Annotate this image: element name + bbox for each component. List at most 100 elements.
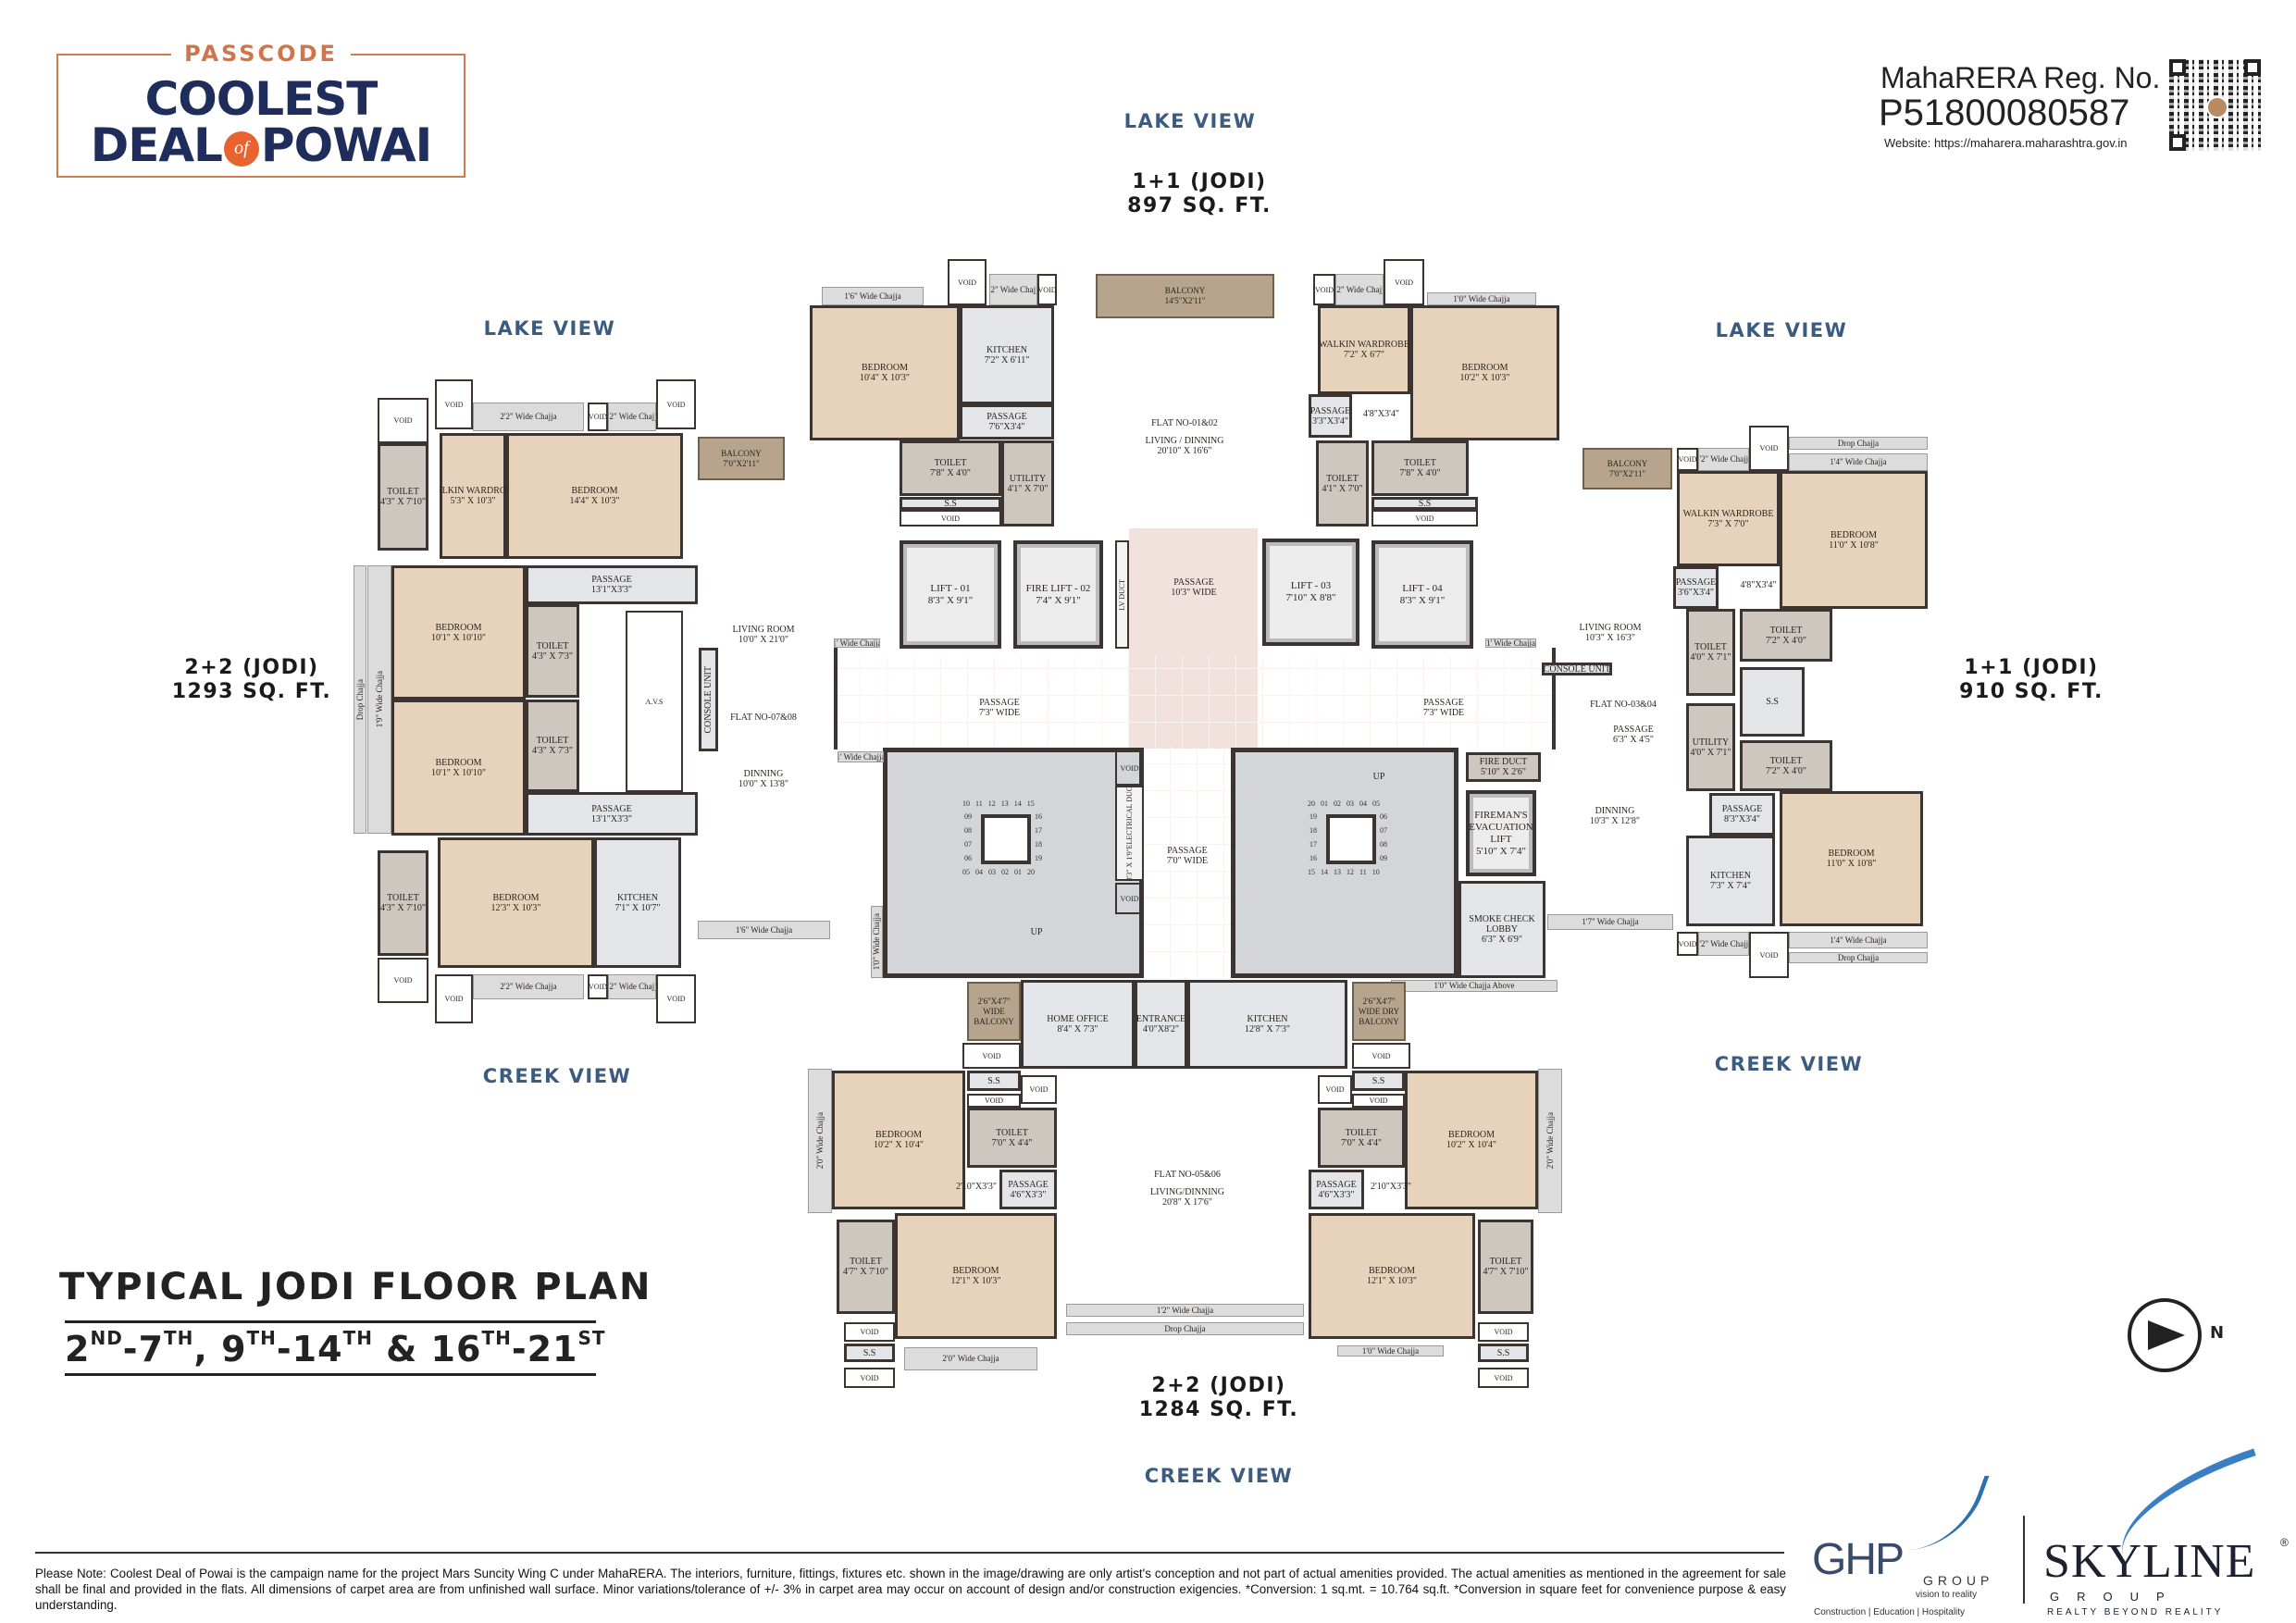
room-dimensions: 7'0" X 4'4" [991, 1137, 1033, 1148]
room-s-s: S.S [1352, 1071, 1405, 1091]
room-flat-no-07-08: FLAT NO-07&08 [713, 711, 814, 724]
room-void: VOID [378, 398, 428, 443]
room-dimensions: 10'2" X 10'4" [1446, 1140, 1496, 1150]
logo-separator [2023, 1516, 2025, 1604]
room-name: 2'2" Wide Chajja [500, 982, 557, 991]
room-void: VOID [1749, 426, 1789, 471]
room-name: VOID [1371, 1051, 1391, 1060]
room-1-4-wide-chajja: 1'4" Wide Chajja [1789, 453, 1928, 471]
room-1-9-wide-chajja: 1'9" Wide Chajja [367, 565, 391, 834]
room-name: FIREMAN'S EVACUATION LIFT [1469, 809, 1533, 845]
logo-line1: COOLEST [144, 72, 379, 126]
room-name: 2'6"X4'7" WIDE DRY BALCONY [1358, 996, 1400, 1026]
room-name: 2'6"X4'7" WIDE BALCONY [974, 996, 1014, 1026]
room-name: VOID [1759, 444, 1779, 452]
step-number: 10 [1371, 868, 1380, 876]
room-dimensions: 11'0" X 10'8" [1829, 539, 1879, 551]
room-dimensions: 12'8" X 7'3" [1245, 1024, 1290, 1035]
room-name: TOILET [934, 458, 967, 468]
room-name: TOILET [1694, 642, 1727, 652]
logo-deal: DEAL [90, 118, 223, 172]
room-name: 1'7" Wide Chajja [1582, 917, 1639, 926]
room-s-s: S.S [967, 1071, 1021, 1091]
room-name: VOID [1120, 894, 1139, 903]
room-2-0-wide-chajja: 2'0" Wide Chajja [904, 1347, 1037, 1370]
room-name: PASSAGE [1613, 725, 1654, 735]
unit-size-right: 1+1 (JODI)910 SQ. FT. [1959, 656, 2104, 704]
step-number: 01 [1014, 868, 1022, 876]
room-name: Drop Chajja [1837, 952, 1880, 962]
room-name: 1'4" Wide Chajja [1830, 457, 1887, 466]
room-void: VOID [1371, 510, 1478, 527]
step-number: 04 [1359, 799, 1367, 808]
room-dimensions: 8'4" X 7'3" [1057, 1024, 1098, 1035]
common-passage [834, 656, 1556, 749]
ordinal-suffix: TH [164, 1327, 194, 1349]
room-dimensions: 10'4" X 10'3" [860, 373, 910, 383]
step-number: 13 [1000, 799, 1009, 808]
room-1-wide-chajja: 1' Wide Chajja [838, 751, 884, 762]
unit-area: 897 SQ. FT. [1127, 194, 1272, 217]
room-name: VOID [1494, 1328, 1513, 1336]
room-name: LIVING/DINNING [1150, 1187, 1224, 1197]
room-dimensions: 5'10" X 7'4" [1476, 845, 1526, 857]
room-name: A.V.S [645, 697, 664, 706]
room-dimensions: 8'3" X 9'1" [927, 594, 974, 606]
room-void: VOID [1313, 274, 1335, 305]
room-name: TOILET [387, 893, 419, 903]
room-name: S.S [1766, 697, 1779, 707]
room-2-0-wide-chajja: 2'0" Wide Chajja [808, 1069, 832, 1213]
wall [834, 648, 838, 750]
room-name: 1'0" Wide Chajja [1453, 293, 1510, 304]
room-name: VOID [393, 976, 413, 985]
room-name: VOID [1369, 1096, 1388, 1105]
step-number: 11 [975, 799, 983, 808]
room-dimensions: 10'1" X 10'10" [431, 632, 486, 643]
room-name: 1'0" Wide Chajja Above [1433, 981, 1515, 990]
room-name: VOID [1029, 1085, 1049, 1094]
room-name: VOID [1415, 514, 1434, 523]
view-label-left-top: LAKE VIEW [483, 317, 616, 340]
room-dimensions: 7'2" X 6'11" [984, 354, 1030, 365]
room-dimensions: 7'2" X 4'0" [1766, 635, 1806, 646]
room-dimensions: 10'3" X 12'8" [1590, 816, 1640, 826]
room-name: VOID [985, 1096, 1003, 1105]
step-number: 14 [1321, 868, 1328, 876]
room-name: PASSAGE [591, 575, 632, 585]
room-dimensions: 7'4" X 9'1" [1036, 594, 1081, 606]
room-name: UP [1372, 771, 1385, 782]
ordinal-suffix: TH [481, 1327, 512, 1349]
room-name: PASSAGE [1309, 405, 1351, 416]
room-name: PASSAGE [1675, 577, 1717, 588]
room-dimensions: 6'3" X 4'5" [1613, 735, 1654, 745]
room-name: Drop Chajja [1164, 1323, 1206, 1333]
room-name: 2'10"X3'3" [1371, 1181, 1411, 1192]
step-number: 03 [988, 868, 996, 876]
room-dimensions: 7'10" X 8'8" [1285, 592, 1336, 603]
room-console-unit: CONSOLE UNIT [1542, 663, 1612, 675]
room-dimensions: 4'1" X 7'0" [1007, 483, 1049, 494]
room-name: TOILET [1404, 458, 1436, 468]
unit-size-bottom: 2+2 (JODI)1284 SQ. FT. [1139, 1374, 1299, 1422]
room-name: LIFT - 01 [930, 582, 971, 594]
room-name: LIVING ROOM [1579, 623, 1642, 633]
step-number: 06 [964, 854, 972, 862]
